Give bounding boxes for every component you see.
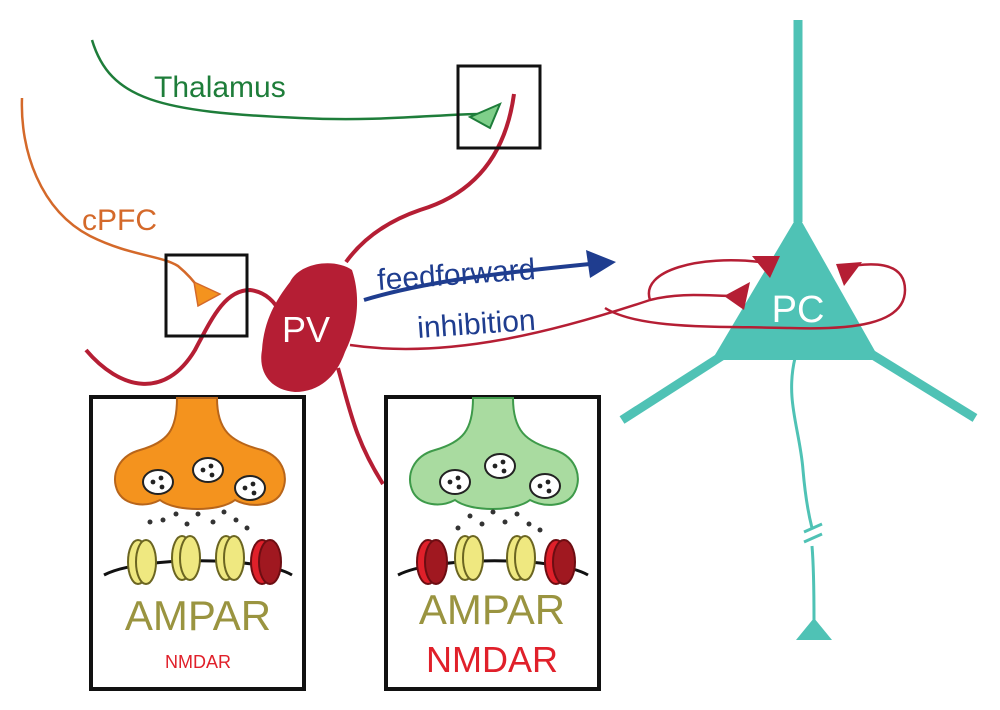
glutamate-dots	[455, 509, 543, 533]
pv-neuron: PV	[84, 93, 907, 486]
pc-basal-dendrite-left	[619, 348, 731, 424]
cpfc-axon	[20, 97, 202, 291]
synapse-panel-thalamus: AMPAR NMDAR	[384, 395, 601, 691]
pv-synapse-1	[752, 256, 780, 278]
pc-label: PC	[772, 289, 825, 331]
thalamus-axon	[90, 39, 483, 121]
pc-neuron: PC	[619, 20, 978, 640]
pc-axon-lower	[810, 545, 816, 621]
feedforward-arrow-head	[586, 250, 616, 278]
vesicle	[234, 475, 266, 501]
pc-basal-dendrite-right	[865, 348, 978, 422]
ampar-receptor	[171, 535, 201, 581]
pv-dendrite-upper	[344, 93, 516, 264]
pv-synapse-3	[724, 282, 750, 310]
glutamate-dots	[147, 509, 250, 531]
pc-soma	[712, 215, 880, 360]
nmdar-receptor	[416, 539, 448, 585]
pv-soma	[261, 263, 358, 392]
feedforward-label: feedforward	[376, 253, 536, 297]
vesicle	[529, 473, 561, 499]
ampar-receptor	[454, 535, 484, 581]
ampar-receptor	[506, 535, 536, 581]
ampar-receptor	[127, 539, 157, 585]
vesicle	[439, 469, 471, 495]
axon-break-mark-2	[803, 532, 823, 544]
nmdar-receptor	[250, 539, 282, 585]
axon-break-mark-1	[803, 522, 823, 534]
nmdar-label: NMDAR	[426, 639, 558, 680]
pv-axon-loop-upper	[604, 259, 907, 330]
pv-label: PV	[282, 309, 330, 350]
pv-axon-to-pc-lower	[349, 293, 736, 351]
thalamus-terminal	[467, 102, 502, 130]
zoom-box-thalamus	[456, 64, 542, 150]
nmdar-label: NMDAR	[165, 652, 231, 672]
feedforward-arrow-shaft	[363, 262, 591, 302]
cpfc-input: cPFC	[20, 97, 222, 308]
cpfc-terminal	[193, 280, 222, 308]
thalamus-label: Thalamus	[154, 71, 286, 104]
vesicle	[192, 457, 224, 483]
feedforward-arrow: feedforward inhibition	[363, 250, 616, 345]
synapse-panel-cpfc: AMPAR NMDAR	[89, 395, 306, 691]
zoom-box-cpfc	[164, 253, 249, 338]
pc-axon	[790, 357, 814, 529]
inhibition-label: inhibition	[416, 304, 536, 345]
nmdar-receptor	[544, 539, 576, 585]
pv-synapse-2	[836, 262, 862, 286]
ampar-label: AMPAR	[125, 592, 271, 639]
pv-dendrite-left	[84, 287, 284, 386]
pc-axon-terminal	[796, 618, 832, 640]
ampar-label: AMPAR	[419, 586, 565, 633]
ampar-receptor	[215, 535, 245, 581]
vesicle	[484, 453, 516, 479]
pv-dendrite-lower	[336, 367, 385, 486]
cpfc-label: cPFC	[82, 204, 157, 237]
thalamus-input: Thalamus	[90, 39, 502, 130]
vesicle	[142, 469, 174, 495]
